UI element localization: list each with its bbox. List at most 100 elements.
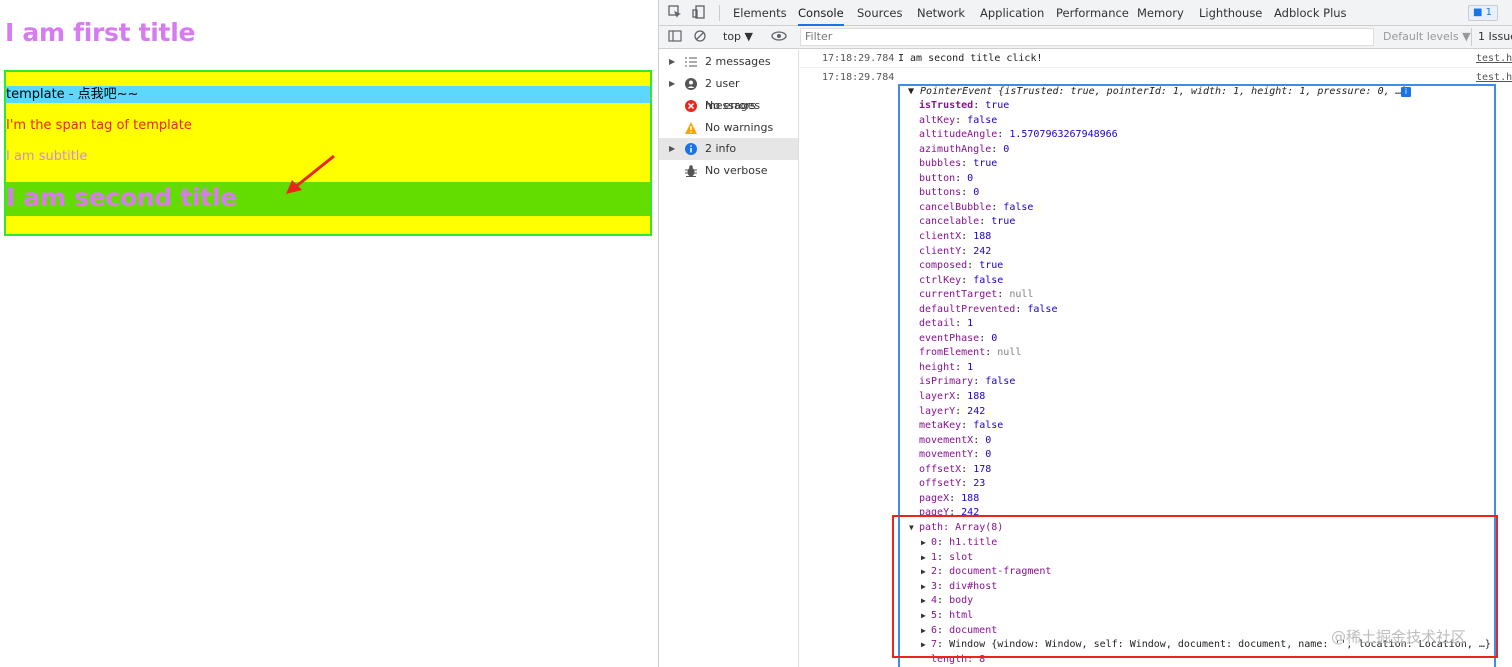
path-item[interactable]: ▶3: div#host: [921, 580, 997, 595]
property-key: altKey: [919, 114, 956, 126]
property-key: altitudeAngle: [919, 129, 998, 141]
expand-triangle-icon[interactable]: ▶: [921, 625, 926, 635]
sidebar-item-error[interactable]: No errors: [659, 95, 798, 117]
collapse-triangle-icon[interactable]: ▼: [909, 523, 914, 532]
issues-badge[interactable]: ■ 1: [1468, 5, 1498, 21]
sidebar-toggle-icon[interactable]: [667, 29, 683, 45]
path-item[interactable]: ▶4: body: [921, 594, 973, 609]
property-colon: :: [973, 449, 986, 461]
expand-triangle-icon[interactable]: ▶: [921, 581, 926, 591]
path-item[interactable]: ▶5: html: [921, 609, 973, 624]
property-value: 188: [967, 391, 986, 402]
sidebar-item-bug[interactable]: No verbose: [659, 160, 798, 182]
property-value: 242: [973, 245, 992, 257]
object-info-icon[interactable]: i: [1401, 87, 1411, 97]
path-index: 6: [931, 624, 938, 636]
context-selector[interactable]: top ▼: [723, 30, 753, 43]
tab-network[interactable]: Network: [917, 6, 966, 20]
path-index: 5: [931, 610, 938, 621]
issues-badge-count: 1: [1485, 7, 1493, 18]
expand-triangle-icon[interactable]: ▶: [921, 567, 926, 577]
live-expression-eye-icon[interactable]: [771, 29, 787, 45]
path-colon: :: [937, 580, 950, 592]
event-property: metaKey: false: [919, 419, 1003, 434]
path-item[interactable]: ▶2: document-fragment: [921, 565, 1051, 580]
property-colon: :: [967, 260, 980, 272]
property-value: 242: [967, 405, 986, 417]
sidebar-item-label: No warnings: [705, 121, 774, 134]
sidebar-item-user[interactable]: ▶2 user messages: [659, 73, 798, 112]
property-value: true: [991, 216, 1016, 228]
path-index: 4: [931, 595, 938, 607]
event-property: movementX: 0: [919, 434, 991, 449]
event-property: defaultPrevented: false: [919, 303, 1057, 318]
expand-triangle-icon[interactable]: ▶: [921, 552, 926, 562]
pointer-event-header[interactable]: ▼ PointerEvent {isTrusted: true, pointer…: [908, 86, 1408, 97]
property-value: 0: [985, 434, 992, 446]
path-colon: :: [937, 537, 950, 548]
console-filter-input[interactable]: Filter: [800, 28, 1374, 46]
expand-triangle-icon[interactable]: ▶: [921, 640, 926, 650]
property-key: button: [919, 172, 956, 184]
property-colon: :: [961, 420, 974, 432]
issues-button[interactable]: 1 Issue: [1471, 28, 1512, 46]
path-item[interactable]: ▶1: slot: [921, 551, 973, 566]
expand-triangle-icon[interactable]: ▶: [921, 611, 926, 620]
property-value: true: [985, 100, 1010, 111]
log-levels-dropdown[interactable]: Default levels ▼: [1383, 30, 1471, 43]
clear-console-icon[interactable]: [692, 29, 708, 45]
tab-elements[interactable]: Elements: [733, 6, 787, 20]
property-key: detail: [919, 318, 956, 330]
property-colon: :: [955, 172, 968, 184]
expand-triangle-icon[interactable]: ▶: [921, 538, 926, 547]
property-key: clientY: [919, 245, 962, 257]
expand-triangle-icon[interactable]: ▶: [921, 596, 926, 606]
template-text[interactable]: template - 点我吧~~: [6, 86, 650, 103]
path-item[interactable]: ▶7: Window {window: Window, self: Window…: [921, 638, 1491, 653]
tab-lighthouse[interactable]: Lighthouse: [1199, 6, 1263, 20]
path-index: 3: [931, 580, 938, 592]
path-length: length: 8: [931, 653, 985, 667]
path-item[interactable]: ▶6: document: [921, 624, 997, 639]
shadow-host: template - 点我吧~~ I'm the span tag of tem…: [4, 70, 652, 236]
property-key: buttons: [919, 187, 962, 199]
sidebar-item-info[interactable]: ▶2 info: [659, 138, 798, 160]
tab-memory[interactable]: Memory: [1137, 6, 1184, 20]
tab-adblock-plus[interactable]: Adblock Plus: [1274, 6, 1347, 20]
property-key: isTrusted: [919, 100, 974, 111]
event-property: clientX: 188: [919, 230, 991, 245]
expand-triangle-icon[interactable]: ▶: [669, 79, 676, 88]
subtitle: I am subtitle: [6, 149, 88, 164]
path-array-header[interactable]: ▼path: Array(8): [909, 521, 1003, 536]
log-source-link[interactable]: test.h: [1476, 53, 1512, 64]
info-icon: [684, 142, 698, 156]
property-colon: :: [949, 492, 962, 504]
rendered-page: I am first title template - 点我吧~~ I'm th…: [0, 0, 658, 667]
property-colon: :: [955, 361, 968, 373]
property-key: offsetX: [919, 463, 962, 475]
property-colon: :: [997, 129, 1010, 141]
sidebar-item-warning[interactable]: No warnings: [659, 117, 798, 139]
tab-performance[interactable]: Performance: [1056, 6, 1129, 20]
tab-application[interactable]: Application: [980, 6, 1045, 20]
second-title-bar[interactable]: I am second title: [6, 182, 650, 216]
log-source-link[interactable]: test.h: [1476, 72, 1512, 83]
property-colon: :: [979, 332, 992, 344]
tab-sources[interactable]: Sources: [857, 6, 903, 20]
property-value: 0: [991, 332, 998, 344]
event-property: movementY: 0: [919, 448, 991, 463]
console-output: 17:18:29.784 I am second title click! te…: [800, 50, 1512, 667]
device-toolbar-icon[interactable]: [691, 5, 707, 21]
event-property: pageY: 242: [919, 506, 979, 521]
second-title[interactable]: I am second title: [6, 183, 237, 212]
expand-triangle-icon[interactable]: ▶: [669, 57, 676, 66]
property-colon: :: [961, 478, 974, 490]
event-property: offsetY: 23: [919, 477, 985, 492]
event-property: eventPhase: 0: [919, 332, 997, 347]
expand-triangle-icon[interactable]: ▶: [669, 144, 676, 153]
path-item[interactable]: ▶0: h1.title: [921, 536, 997, 551]
inspect-element-icon[interactable]: [667, 5, 683, 21]
tab-console[interactable]: Console: [798, 0, 844, 26]
sidebar-item-list[interactable]: ▶2 messages: [659, 51, 798, 73]
path-colon: :: [937, 624, 950, 636]
